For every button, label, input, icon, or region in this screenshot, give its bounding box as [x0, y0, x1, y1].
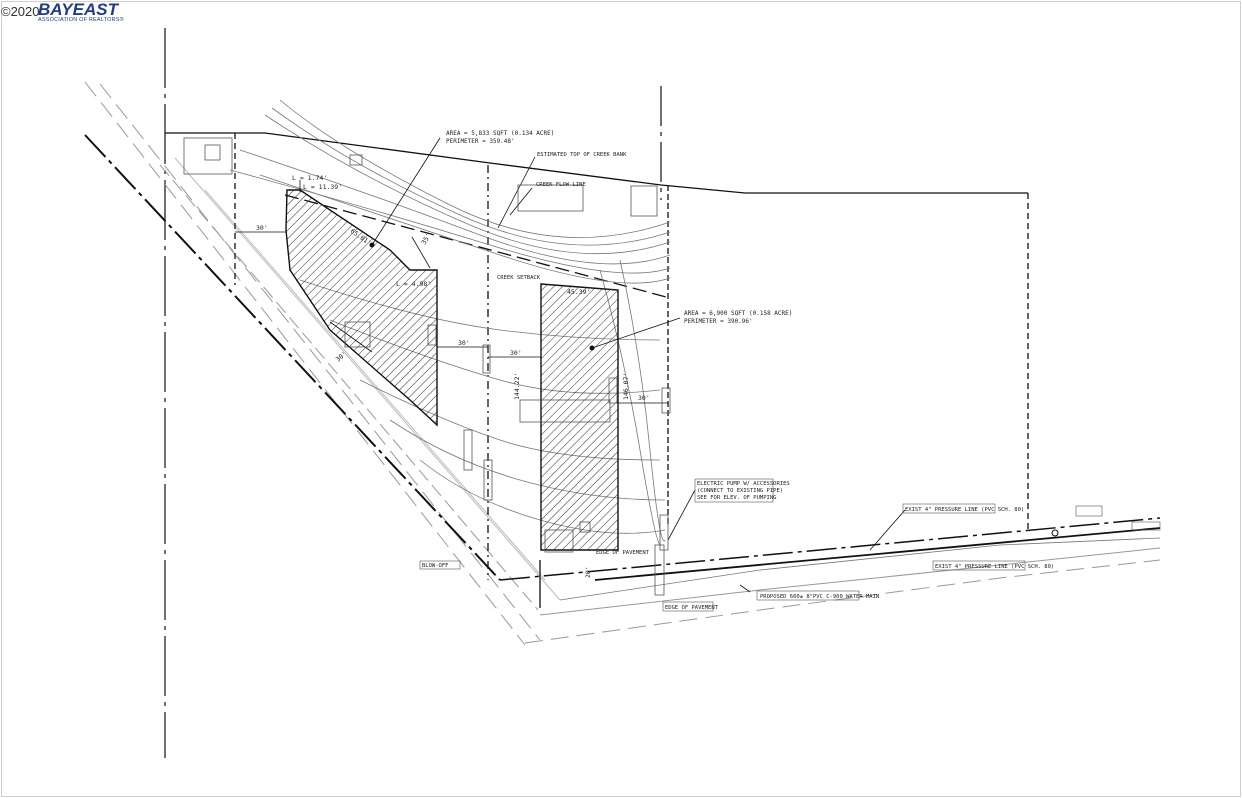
- manhole-symbol: [1051, 529, 1059, 537]
- bayeast-logo: BAYEAST: [38, 0, 120, 19]
- dim-30b: 30': [458, 339, 470, 347]
- right-of-way-line: [84, 134, 1161, 581]
- copyright-text: ©2020: [1, 4, 40, 19]
- dimension-labels: L = 1.74' L = 11.39' L = 4.98' 30' 30' 3…: [256, 174, 650, 578]
- creek-setback-label: CREEK SETBACK: [497, 275, 541, 281]
- pump-note-3: SEE FOR ELEV. OF PUMPING: [697, 495, 776, 501]
- dim-l2: L = 11.39': [303, 183, 342, 191]
- dim-l1: L = 1.74': [292, 174, 327, 182]
- lot-annotations: AREA = 5,833 SQFT (0.134 ACRE) PERIMETER…: [446, 130, 792, 325]
- road-lines: [84, 81, 1161, 646]
- property-boundary: [165, 132, 1029, 608]
- label-frames: [419, 478, 1161, 612]
- dim-l3: L = 4.98': [396, 280, 431, 288]
- dim-20: 20': [584, 566, 592, 578]
- pressure-line-label-2: EXIST 4" PRESSURE LINE (PVC SCH. 80): [935, 564, 1054, 570]
- blow-off-label: BLOW-OFF: [422, 563, 449, 569]
- lot-b-area: AREA = 6,900 SQFT (0.158 ACRE): [684, 310, 792, 317]
- lot-b-perimeter: PERIMETER = 390.96': [684, 318, 753, 325]
- leader-lines: [371, 137, 906, 593]
- lot-a-perimeter: PERIMETER = 359.48': [446, 138, 515, 145]
- bayeast-logo-subtitle: ASSOCIATION OF REALTORS®: [38, 16, 124, 23]
- edge-pavement-label-2: EDGE OF PAVEMENT: [665, 605, 719, 611]
- lot-a-parcel: [285, 189, 438, 427]
- pump-note-1: ELECTRIC PUMP W/ ACCESSORIES: [697, 481, 790, 487]
- lot-a-centroid: [369, 242, 375, 248]
- reference-lines: [164, 28, 662, 758]
- water-main-label: PROPOSED 660± 8"PVC C-900 WATER MAIN: [760, 594, 879, 600]
- dim-30c: 30': [510, 349, 522, 357]
- dim-30a: 30': [256, 224, 268, 232]
- creek-bank-label: ESTIMATED TOP OF CREEK BANK: [537, 152, 627, 158]
- dimension-lines: [235, 180, 668, 404]
- lot-a-area: AREA = 5,833 SQFT (0.134 ACRE): [446, 130, 554, 137]
- feature-labels: ESTIMATED TOP OF CREEK BANK CREEK FLOW L…: [422, 152, 1054, 611]
- pump-note-2: (CONNECT TO EXISTING PIPE): [697, 488, 783, 494]
- dim-30d: 30': [638, 394, 650, 402]
- dim-146: 146.07': [622, 373, 630, 400]
- edge-pavement-label-1: EDGE OF PAVEMENT: [596, 550, 650, 556]
- lot-b-centroid: [589, 345, 595, 351]
- site-symbols: [183, 137, 671, 596]
- dim-144: 144.22': [513, 373, 521, 400]
- watermark: ©2020 BAYEAST ASSOCIATION OF REALTORS®: [1, 0, 124, 23]
- pressure-line-label-1: EXIST 4" PRESSURE LINE (PVC SCH. 80): [905, 507, 1024, 513]
- creek-flow-label: CREEK FLOW LINE: [536, 182, 586, 188]
- lot-b-parcel: [540, 283, 619, 551]
- dim-45: 45.39': [567, 288, 590, 296]
